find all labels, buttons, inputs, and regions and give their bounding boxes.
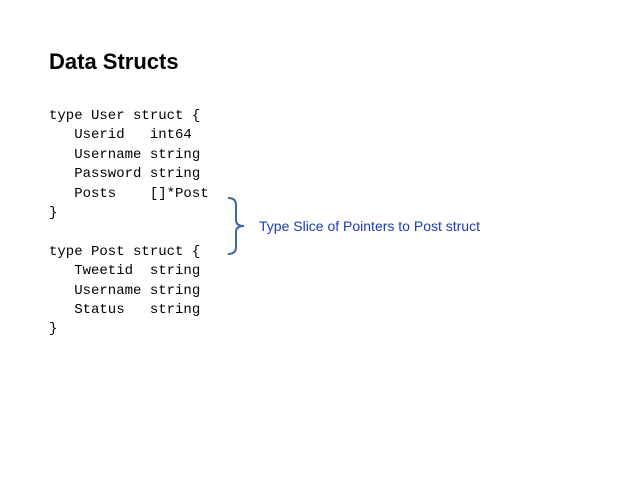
slide-title: Data Structs [49,49,179,74]
code-line: Status string [49,301,201,318]
code-line: Userid int64 [49,127,192,144]
code-line: Posts []*Post [49,185,209,202]
code-line: Password string [49,166,201,183]
code-line: } [49,204,58,221]
code-line: Tweetid string [49,263,201,280]
code-line: Username string [49,146,201,163]
code-line: type User struct { [49,108,201,124]
annotation-text: Type Slice of Pointers to Post struct [259,218,480,234]
code-line: } [49,321,58,338]
code-block: type User struct { Userid int64 Username… [49,107,209,340]
code-line: type Post struct { [49,243,201,260]
right-brace-icon [227,197,245,255]
code-line: Username string [49,282,201,299]
code-line [49,223,209,242]
